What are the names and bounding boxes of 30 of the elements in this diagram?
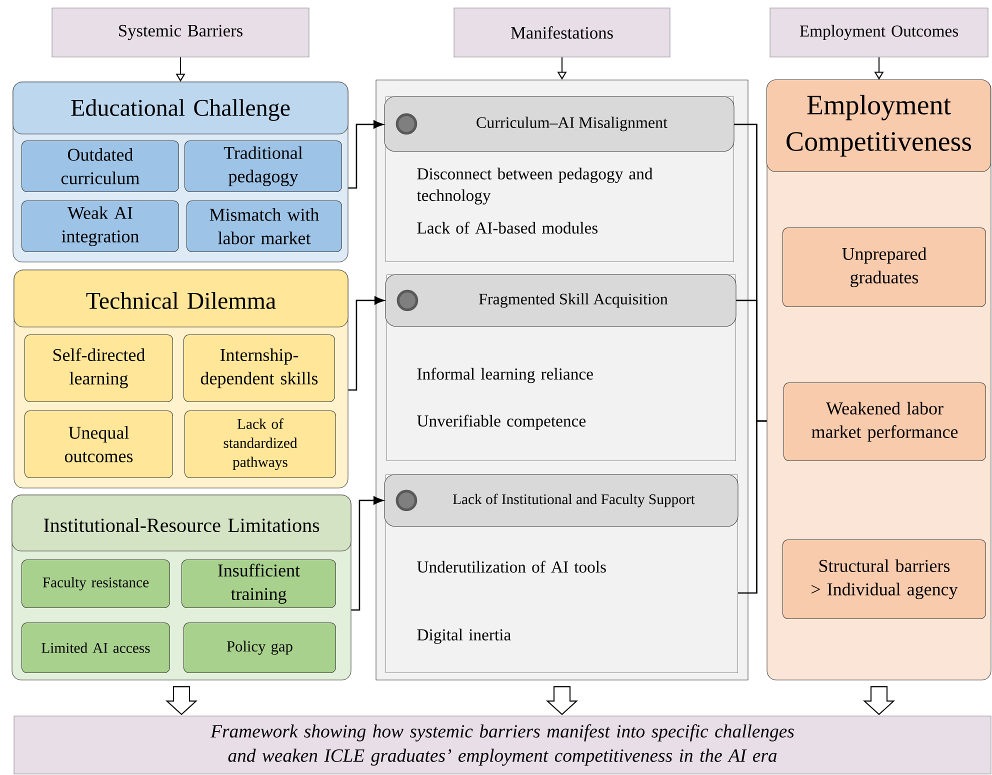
factor-box: Mismatch with labor market [186,200,342,252]
factor-box: Outdated curriculum [21,140,179,192]
outcome-box: Weakened labor market performance [783,382,986,461]
column-header: Manifestations [454,8,670,58]
factor-box: Policy gap [183,622,336,673]
factor-box: Weak AI integration [21,200,179,252]
arrow [351,496,384,611]
factor-box: Self-directed learning [24,334,173,402]
connector-line [738,420,767,594]
caption-box: Framework showing how systemic barriers manifest into specific challenges and weaken ICLE graduates’ employment competitiveness in the AI era [14,716,992,774]
factor-box: Insufficient training [181,559,336,608]
manifestation-card: Fragmented Skill Acquisition Informal learning reliance Unverifiable competence [385,274,736,461]
arrow [348,296,384,391]
manifestation-card: Curriculum–AI Misalignment Disconnect between pedagogy and technology Lack of AI-based modules [384,96,734,262]
outcome-box: Structural barriers > Individual agency [782,539,986,619]
factor-box: Unequal outcomes [24,410,173,478]
heading-box: Employment Competitiveness [766,79,992,172]
factor-box: Limited AI access [21,622,170,673]
column-header: Employment Outcomes [770,8,988,58]
block-arrow [862,686,896,716]
factor-box: Lack of standardized pathways [184,410,336,478]
factor-box: Traditional pedagogy [184,140,342,192]
block-arrow [546,686,578,716]
manifestation-card: Lack of Institutional and Faculty Support Underutilization of AI tools Digital inertia [384,474,738,673]
factor-box: Internship-dependent skills [183,334,335,402]
column-header: Systemic Barriers [52,8,310,58]
outcome-box: Unprepared graduates [782,227,986,307]
block-arrow [165,686,198,716]
factor-box: Faculty resistance [21,559,170,608]
arrow [348,120,384,189]
